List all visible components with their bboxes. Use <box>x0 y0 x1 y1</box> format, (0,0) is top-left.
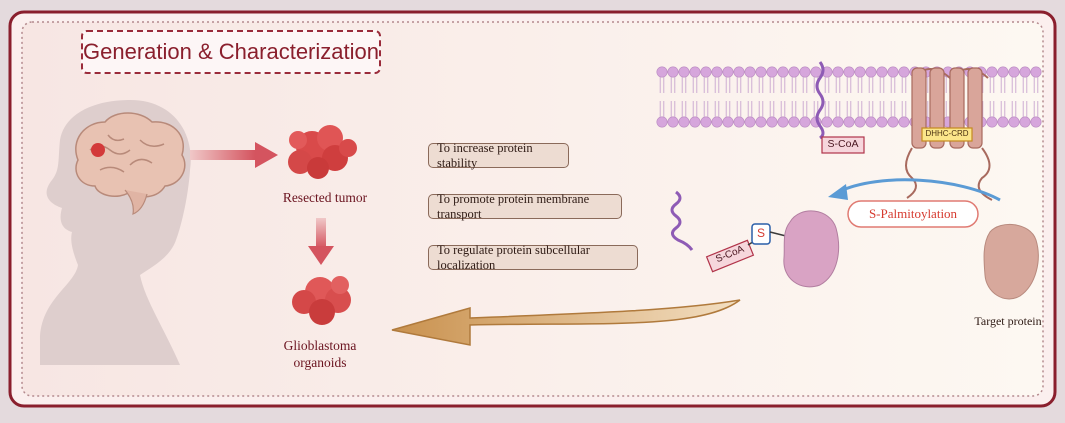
big-arrow-to-organoids <box>391 299 741 346</box>
s-bond-box <box>751 223 771 245</box>
function-box-localization: To regulate protein subcellular localiza… <box>428 243 638 272</box>
function-box-transport: To promote protein membrane transport <box>428 192 622 221</box>
dhhc-crd-box <box>921 127 973 142</box>
palmitoylation-arrowhead <box>828 184 848 200</box>
organoids-icon <box>292 276 351 325</box>
scoa-membrane-box <box>821 136 865 154</box>
palmitate-chain-free <box>670 190 694 251</box>
scoa-bound-box <box>705 239 755 273</box>
s-palmitoylation-label: S-Palmitoylation <box>868 206 958 221</box>
resected-tumor-icon <box>288 125 357 179</box>
function-box-stability: To increase protein stability <box>428 141 569 170</box>
dhhc-crd-label: DHHC-CRD <box>925 129 969 138</box>
arrow-to-tumor <box>190 142 278 168</box>
arrow-to-organoids <box>308 218 334 265</box>
glioblastoma-label: Glioblastoma <box>283 338 357 353</box>
palmitate-chain-membrane <box>815 61 825 140</box>
brain-icon <box>75 112 186 215</box>
s-palmitoylation-pill <box>847 200 979 228</box>
palmitoylation-arrow <box>837 178 1001 202</box>
s-bond-label: S <box>756 226 765 240</box>
target-protein-label: Target protein <box>974 314 1042 328</box>
target-protein-icon <box>983 223 1039 300</box>
diagram-title: Generation & Characterization <box>83 39 379 64</box>
title-box: Generation & Characterization <box>81 30 381 74</box>
resected-tumor-label: Resected tumor <box>282 190 368 205</box>
palmitoylated-protein-icon <box>783 210 840 288</box>
scoa-membrane-label: S-CoA <box>827 138 859 150</box>
organoids-label: organoids <box>293 355 347 370</box>
